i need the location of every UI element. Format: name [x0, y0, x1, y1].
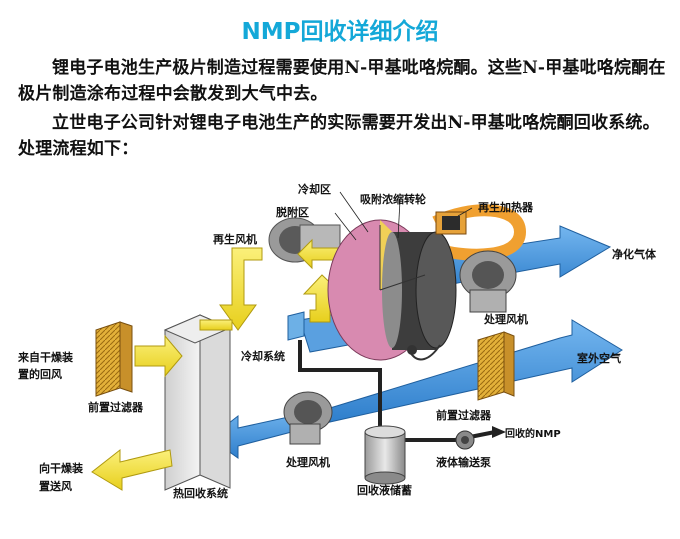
return-air-arrow — [134, 334, 183, 378]
label-heat-recovery: 热回收系统 — [173, 486, 228, 500]
prefilter-left — [95, 321, 133, 397]
leader-lines — [334, 191, 473, 241]
label-process-fan-right: 处理风机 — [483, 312, 528, 326]
adsorption-wheel — [327, 219, 457, 361]
condensate-pipe — [298, 340, 382, 430]
label-supply-air-line1: 向干燥装 — [39, 461, 83, 475]
process-fan-bottom — [283, 391, 333, 445]
cooling-yellow-flow — [219, 247, 263, 331]
supply-air-arrow — [91, 448, 173, 491]
label-outdoor-air: 室外空气 — [577, 351, 621, 365]
label-regen-heater: 再生加热器 — [478, 200, 534, 214]
label-recovered-nmp: 回收的NMP — [505, 427, 561, 440]
intro-text-1: 锂电子电池生产极片制造过程需要使用N-甲基吡咯烷酮。这些N-甲基吡咯烷酮在极片制… — [18, 58, 666, 104]
label-liquid-pump: 液体输送泵 — [436, 455, 491, 469]
cooling-system-unit — [287, 311, 305, 341]
label-process-fan-bottom: 处理风机 — [285, 455, 330, 469]
recovery-pipe — [405, 430, 496, 442]
label-return-air-line2: 置的回风 — [18, 367, 62, 381]
page-title: NMP回收详细介绍 — [241, 19, 439, 45]
intro-text-2: 立世电子公司针对锂电子电池生产的实际需要开发出N-甲基吡咯烷酮回收系统。处理流程… — [18, 113, 660, 159]
regen-orange-duct — [432, 204, 527, 261]
label-supply-air-line2: 置送风 — [39, 479, 72, 493]
regen-yellow-flow — [297, 238, 362, 270]
recovered-nmp-arrow — [492, 426, 506, 438]
intro-paragraph-1: 锂电子电池生产极片制造过程需要使用N-甲基吡咯烷酮。这些N-甲基吡咯烷酮在极片制… — [18, 55, 668, 107]
heat-recovery-yellow-up — [199, 319, 233, 331]
intro-paragraph-2: 立世电子公司针对锂电子电池生产的实际需要开发出N-甲基吡咯烷酮回收系统。处理流程… — [18, 110, 668, 162]
label-recovery-tank: 回收液储蓄 — [357, 483, 412, 497]
recovery-tank — [364, 425, 406, 485]
prefilter-right — [477, 331, 515, 401]
label-adsorption-wheel: 吸附浓缩转轮 — [360, 192, 426, 206]
label-prefilter-right: 前置过滤器 — [436, 408, 492, 422]
process-fan-right — [459, 250, 517, 313]
label-prefilter-left: 前置过滤器 — [88, 400, 144, 414]
label-regen-fan: 再生风机 — [213, 232, 257, 246]
label-cooling-zone: 冷却区 — [298, 182, 331, 196]
label-cooling-system: 冷却系统 — [241, 349, 285, 363]
regen-heater — [435, 211, 467, 235]
heat-recovery-box — [163, 314, 232, 491]
liquid-pump — [455, 430, 475, 450]
label-return-air-line1: 来自干燥装 — [17, 350, 73, 364]
label-clean-gas: 净化气体 — [612, 247, 657, 261]
label-desorption-zone: 脱附区 — [276, 205, 309, 219]
